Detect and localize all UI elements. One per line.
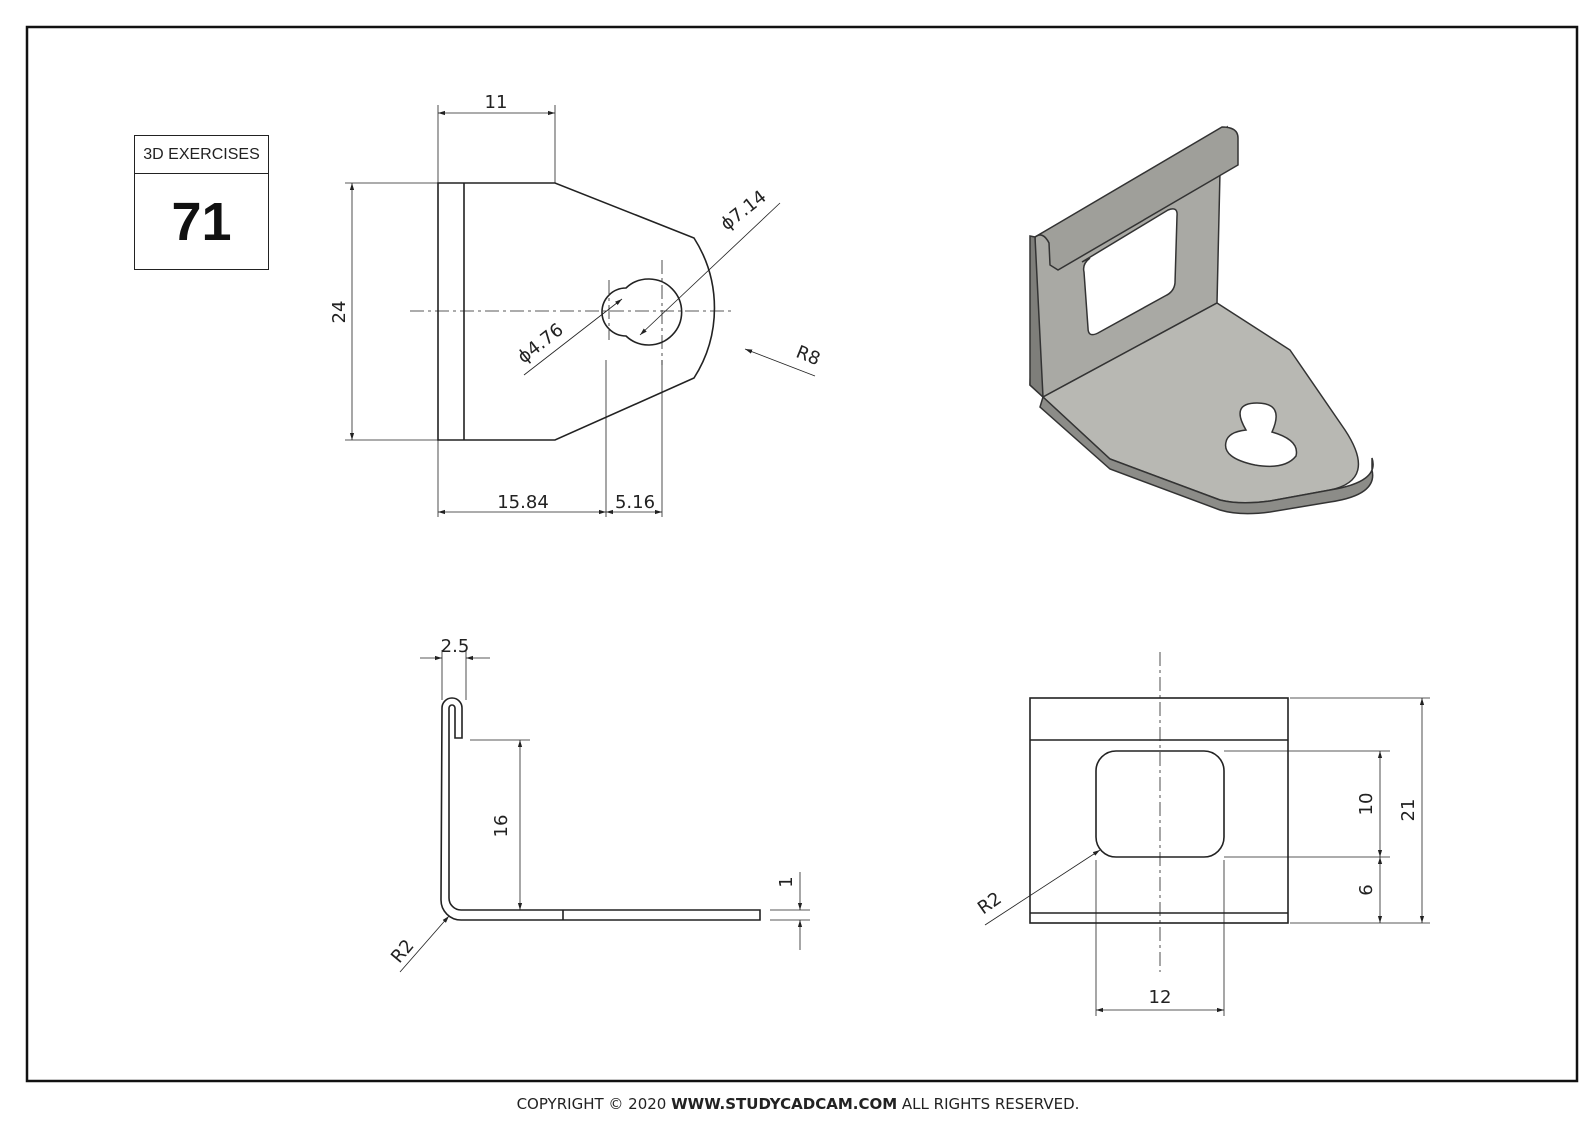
copyright-suffix: ALL RIGHTS RESERVED. xyxy=(897,1095,1080,1113)
iso-hem xyxy=(1034,126,1239,271)
front-view-outline xyxy=(1029,697,1289,924)
side-view-profile xyxy=(440,697,761,921)
dim-bend-radius: R2 xyxy=(387,936,418,968)
dim-bottom-offset: 6 xyxy=(1356,884,1377,895)
keyhole-slot xyxy=(601,278,683,346)
front-view-dimensions: 10 21 6 R2 12 xyxy=(974,793,1419,1008)
dim-distance-1: 15.84 xyxy=(497,492,549,513)
dim-height: 24 xyxy=(329,301,350,324)
top-view xyxy=(345,105,816,517)
dim-distance-2: 5.16 xyxy=(615,492,655,513)
dim-overall-height: 21 xyxy=(1398,799,1419,822)
front-view xyxy=(984,652,1430,1016)
dim-vertical-height: 16 xyxy=(491,815,512,838)
iso-keyhole xyxy=(1224,402,1298,468)
isometric-view xyxy=(1029,125,1374,515)
exercise-label: 3D EXERCISES xyxy=(135,136,268,174)
dim-radius-r8: R8 xyxy=(793,342,823,370)
dim-window-width: 12 xyxy=(1149,987,1172,1008)
copyright-footer: COPYRIGHT © 2020 WWW.STUDYCADCAM.COM ALL… xyxy=(0,1095,1596,1113)
dim-width-top: 11 xyxy=(485,92,508,113)
side-view xyxy=(399,650,810,973)
dim-window-height: 10 xyxy=(1356,793,1377,816)
exercise-number: 71 xyxy=(171,192,232,252)
dim-diameter-large: ϕ7.14 xyxy=(717,186,771,235)
exercise-title-block: 3D EXERCISES 71 xyxy=(134,135,269,270)
top-view-dimensions: 11 24 ϕ7.14 ϕ4.76 R8 15.84 5.16 xyxy=(329,92,823,513)
sheet-border xyxy=(25,25,1579,1083)
website-link[interactable]: WWW.STUDYCADCAM.COM xyxy=(671,1095,898,1113)
dim-thickness: 1 xyxy=(776,876,797,887)
copyright-prefix: COPYRIGHT © 2020 xyxy=(516,1095,672,1113)
dim-hem-width: 2.5 xyxy=(441,636,470,657)
dim-diameter-small: ϕ4.76 xyxy=(514,319,568,368)
iso-window xyxy=(1081,208,1178,336)
top-view-outline xyxy=(437,182,716,441)
